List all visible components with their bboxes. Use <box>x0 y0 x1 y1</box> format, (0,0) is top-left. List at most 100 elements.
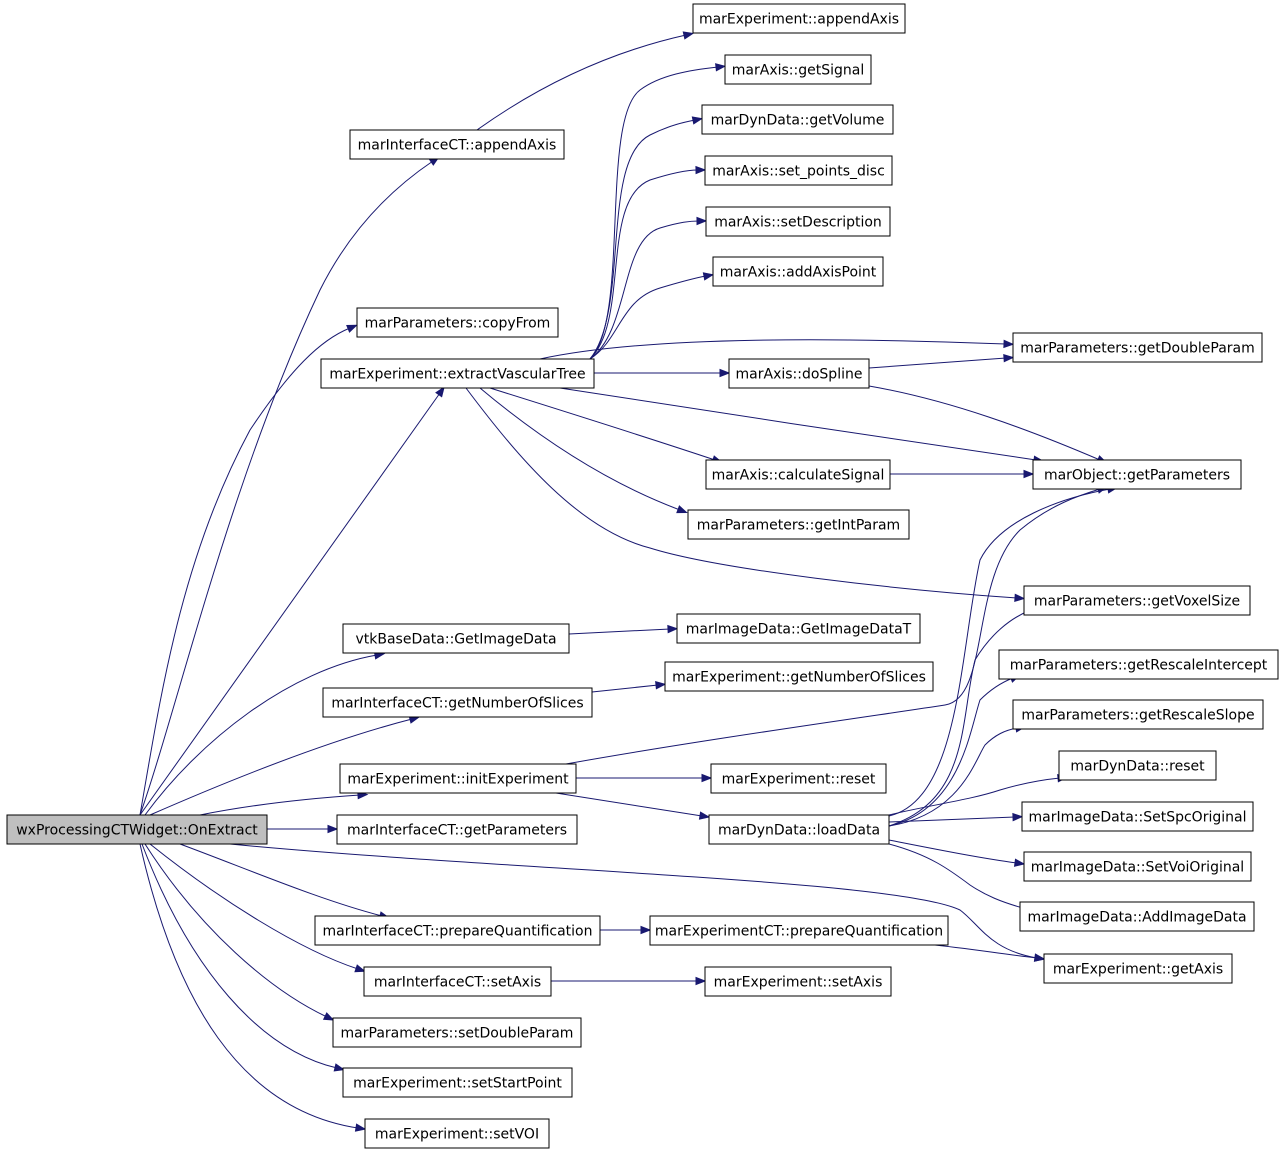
node-n5[interactable]: marAxis::getSignal <box>724 54 872 85</box>
node-label: marAxis::setDescription <box>714 215 882 231</box>
arrowhead-icon <box>702 272 715 281</box>
node-box[interactable] <box>1032 459 1242 490</box>
node-box[interactable] <box>728 358 870 389</box>
node-box[interactable] <box>1021 801 1254 832</box>
node-box[interactable] <box>998 649 1279 680</box>
node-n22[interactable]: marExperiment::initExperiment <box>339 763 577 794</box>
edge-line <box>139 327 351 816</box>
edge-n0-n33 <box>149 843 366 973</box>
node-n20[interactable]: marParameters::getRescaleIntercept <box>998 649 1279 680</box>
node-box[interactable] <box>1012 332 1263 363</box>
node-n36[interactable]: marExperiment::setStartPoint <box>342 1067 573 1098</box>
node-n11[interactable]: marAxis::doSpline <box>728 358 870 389</box>
node-n10[interactable]: marParameters::getDoubleParam <box>1012 332 1263 363</box>
node-n34[interactable]: marExperiment::setAxis <box>704 966 892 997</box>
node-box[interactable] <box>320 358 595 389</box>
node-n25[interactable]: marDynData::loadData <box>708 814 890 845</box>
node-n33[interactable]: marInterfaceCT::setAxis <box>363 966 552 997</box>
node-box[interactable] <box>705 459 891 490</box>
node-n28[interactable]: marImageData::SetVoiOriginal <box>1023 851 1252 882</box>
node-box[interactable] <box>705 206 891 237</box>
node-n13[interactable]: marAxis::calculateSignal <box>705 459 891 490</box>
node-box[interactable] <box>342 1067 573 1098</box>
node-n0[interactable]: wxProcessingCTWidget::OnExtract <box>6 814 268 845</box>
node-box[interactable] <box>314 915 601 946</box>
node-n1[interactable]: marInterfaceCT::appendAxis <box>349 129 565 160</box>
edge-line <box>476 34 687 131</box>
node-n15[interactable]: marParameters::getVoxelSize <box>1023 585 1251 616</box>
node-label: marObject::getParameters <box>1044 468 1230 484</box>
arrowhead-icon <box>715 63 727 72</box>
arrowhead-icon <box>322 1012 335 1021</box>
node-n12[interactable]: marObject::getParameters <box>1032 459 1242 490</box>
node-box[interactable] <box>649 915 949 946</box>
node-box[interactable] <box>1012 699 1264 730</box>
root-node-box[interactable] <box>6 814 268 845</box>
node-n23[interactable]: marExperiment::reset <box>710 763 887 794</box>
node-box[interactable] <box>710 763 887 794</box>
node-n9[interactable]: marAxis::addAxisPoint <box>712 256 884 287</box>
node-label: wxProcessingCTWidget::OnExtract <box>16 823 258 839</box>
edge-n33-n34 <box>551 976 707 986</box>
node-box[interactable] <box>708 814 890 845</box>
node-box[interactable] <box>687 509 910 540</box>
node-n17[interactable]: marImageData::GetImageDataT <box>676 613 921 644</box>
node-n18[interactable]: marInterfaceCT::getNumberOfSlices <box>322 687 593 718</box>
arrowhead-icon <box>1034 953 1046 962</box>
node-box[interactable] <box>676 613 921 644</box>
node-n24[interactable]: marDynData::reset <box>1058 750 1217 781</box>
node-box[interactable] <box>1043 953 1233 984</box>
edge-n30-n31 <box>600 925 652 935</box>
node-n19[interactable]: marExperiment::getNumberOfSlices <box>664 661 934 692</box>
arrowhead-icon <box>1013 858 1026 867</box>
node-n6[interactable]: marDynData::getVolume <box>701 104 894 135</box>
edge-line <box>591 684 659 693</box>
node-n2[interactable]: marExperiment::appendAxis <box>692 3 906 34</box>
node-label: marParameters::getVoxelSize <box>1034 594 1240 610</box>
node-n27[interactable]: marImageData::SetSpcOriginal <box>1021 801 1254 832</box>
node-n31[interactable]: marExperimentCT::prepareQuantification <box>649 915 949 946</box>
node-n7[interactable]: marAxis::set_points_disc <box>704 155 893 186</box>
node-box[interactable] <box>704 966 892 997</box>
node-label: marImageData::GetImageDataT <box>686 622 912 638</box>
node-box[interactable] <box>1058 750 1217 781</box>
node-box[interactable] <box>701 104 894 135</box>
node-label: marExperiment::getAxis <box>1053 962 1223 978</box>
node-box[interactable] <box>704 155 893 186</box>
edge-line <box>888 839 1018 864</box>
node-box[interactable] <box>1023 585 1251 616</box>
node-n30[interactable]: marInterfaceCT::prepareQuantification <box>314 915 601 946</box>
node-box[interactable] <box>342 623 570 654</box>
node-box[interactable] <box>336 814 578 845</box>
node-n32[interactable]: marExperiment::getAxis <box>1043 953 1233 984</box>
node-n21[interactable]: marParameters::getRescaleSlope <box>1012 699 1264 730</box>
node-label: marExperiment::setAxis <box>714 975 883 991</box>
node-n3[interactable]: marParameters::copyFrom <box>356 307 559 338</box>
node-label: marExperiment::initExperiment <box>347 772 569 788</box>
node-box[interactable] <box>349 129 565 160</box>
node-box[interactable] <box>322 687 593 718</box>
node-label: marParameters::getIntParam <box>697 518 900 534</box>
node-box[interactable] <box>1019 901 1255 932</box>
node-n8[interactable]: marAxis::setDescription <box>705 206 891 237</box>
node-box[interactable] <box>664 661 934 692</box>
node-box[interactable] <box>356 307 559 338</box>
node-box[interactable] <box>692 3 906 34</box>
node-box[interactable] <box>712 256 884 287</box>
node-box[interactable] <box>363 966 552 997</box>
arrowhead-icon <box>696 216 708 226</box>
node-box[interactable] <box>724 54 872 85</box>
node-n37[interactable]: marExperiment::setVOI <box>364 1118 550 1149</box>
edge-line <box>589 169 699 360</box>
node-n14[interactable]: marParameters::getIntParam <box>687 509 910 540</box>
node-box[interactable] <box>339 763 577 794</box>
arrowhead-icon <box>698 811 711 820</box>
node-n26[interactable]: marInterfaceCT::getParameters <box>336 814 578 845</box>
node-n16[interactable]: vtkBaseData::GetImageData <box>342 623 570 654</box>
node-n29[interactable]: marImageData::AddImageData <box>1019 901 1255 932</box>
node-box[interactable] <box>364 1118 550 1149</box>
node-n4[interactable]: marExperiment::extractVascularTree <box>320 358 595 389</box>
node-box[interactable] <box>1023 851 1252 882</box>
node-n35[interactable]: marParameters::setDoubleParam <box>332 1017 582 1048</box>
node-box[interactable] <box>332 1017 582 1048</box>
